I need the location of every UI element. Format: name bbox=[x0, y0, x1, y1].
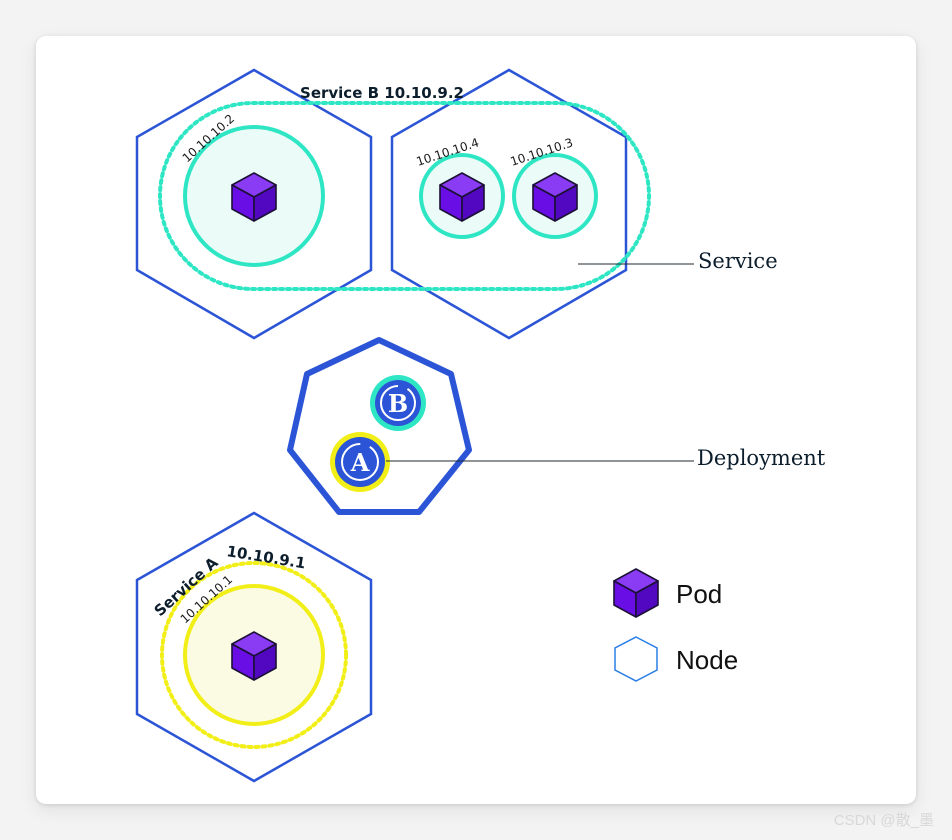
deployment-badge-a: A bbox=[330, 432, 390, 492]
legend-pod-label: Pod bbox=[676, 579, 722, 609]
badge-a-letter: A bbox=[350, 448, 370, 477]
service-a-boundary bbox=[160, 561, 348, 749]
legend-node-label: Node bbox=[676, 645, 738, 675]
watermark: CSDN @散_墨 bbox=[833, 812, 934, 829]
legend: Pod Node bbox=[613, 568, 738, 682]
pod-cube-icon bbox=[613, 568, 659, 618]
service-b-boundary bbox=[158, 101, 651, 291]
badge-b-letter: B bbox=[388, 389, 408, 418]
deployment-heptagon bbox=[287, 337, 472, 515]
service-b-label: Service B 10.10.9.2 bbox=[300, 84, 464, 102]
service-callout-label: Service bbox=[698, 249, 778, 273]
node-hexagon-icon bbox=[614, 636, 658, 682]
deployment-badge-b: B bbox=[370, 375, 426, 431]
deployment-callout-label: Deployment bbox=[697, 446, 826, 470]
